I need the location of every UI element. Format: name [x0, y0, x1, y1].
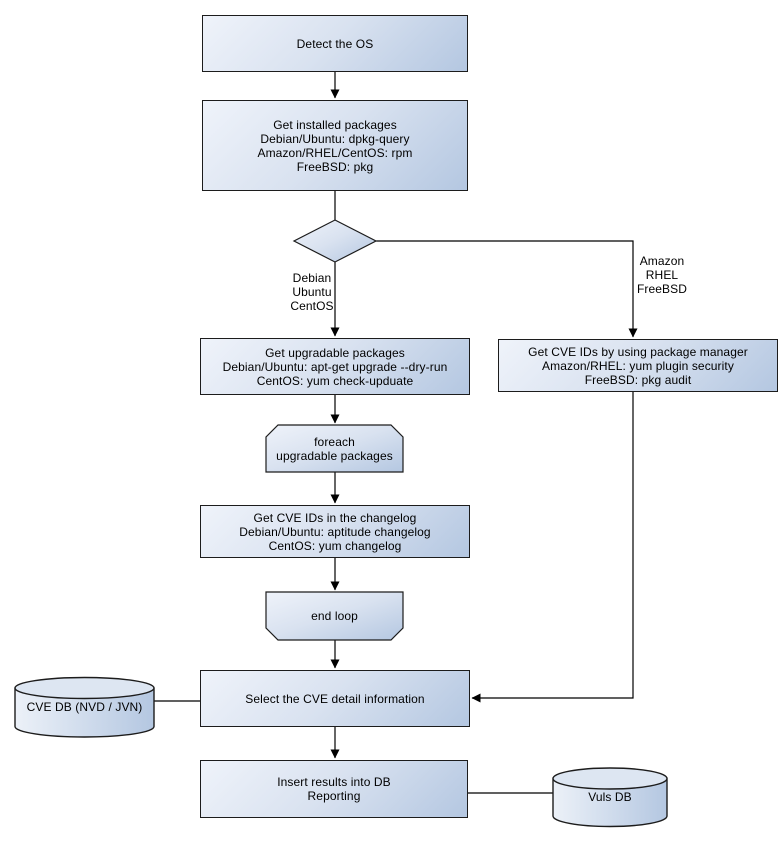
edge-label-line: CentOS: [290, 299, 334, 313]
node-text-line: Amazon/RHEL: yum plugin security: [542, 358, 734, 373]
node-text-line: end loop: [311, 609, 358, 623]
branch-label-debian-ubuntu-centos: Debian Ubuntu CentOS: [283, 271, 341, 313]
node-text-line: upgradable packages: [276, 448, 393, 463]
node-text-line: Insert results into DB: [277, 775, 391, 789]
edge-label-line: Debian: [292, 271, 332, 285]
node-vuls-db: Vuls DB: [553, 780, 667, 814]
edge-label-line: Amazon: [639, 254, 685, 268]
node-text-line: Debian/Ubuntu: aptitude changelog: [239, 524, 431, 539]
node-text-line: Debian/Ubuntu: apt-get upgrade --dry-run: [222, 359, 448, 374]
node-text-line: CentOS: yum check-upduate: [256, 373, 414, 388]
node-select-cve-detail: Select the CVE detail information: [200, 670, 470, 727]
arrow-decision-to-package-manager: [376, 240, 638, 338]
node-detect-os: Detect the OS: [202, 15, 468, 72]
arrow-package-manager-to-select: [471, 392, 634, 703]
node-text-line: FreeBSD: pkg: [296, 159, 374, 174]
node-text-line: foreach: [314, 434, 355, 449]
node-text-line: Get installed packages: [273, 117, 397, 132]
node-text-line: Select the CVE detail information: [245, 691, 425, 706]
foreach-loop-shape: [265, 424, 404, 473]
node-foreach-loop-start: foreach upgradable packages: [266, 425, 403, 472]
branch-label-amazon-rhel-freebsd: Amazon RHEL FreeBSD: [633, 254, 691, 296]
node-text-line: Get CVE IDs in the changelog: [253, 510, 417, 525]
vuls-db-cylinder-top: [552, 767, 668, 790]
node-insert-results: Insert results into DB Reporting: [200, 760, 468, 818]
node-get-installed-packages: Get installed packages Debian/Ubuntu: dp…: [202, 100, 468, 191]
node-text-line: Amazon/RHEL/CentOS: rpm: [257, 145, 413, 160]
node-get-upgradable-packages: Get upgradable packages Debian/Ubuntu: a…: [200, 338, 470, 395]
node-text-line: Get upgradable packages: [265, 345, 405, 360]
node-get-cve-ids-changelog: Get CVE IDs in the changelog Debian/Ubun…: [200, 505, 470, 558]
node-text-line: Reporting: [307, 789, 361, 803]
end-loop-shape: [265, 591, 404, 641]
node-text-line: Debian/Ubuntu: dpkg-query: [260, 131, 410, 146]
node-cve-db: CVE DB (NVD / JVN): [15, 689, 154, 725]
cve-db-cylinder-top: [14, 676, 155, 700]
edge-label-line: RHEL: [645, 268, 679, 282]
edge-label-line: Ubuntu: [292, 285, 332, 299]
node-get-cve-ids-package-manager: Get CVE IDs by using package manager Ama…: [498, 339, 778, 392]
edge-label-line: FreeBSD: [636, 282, 688, 296]
node-text-line: Vuls DB: [588, 790, 632, 804]
node-text-line: Get CVE IDs by using package manager: [528, 344, 748, 359]
cve-db-cylinder-body: [14, 688, 155, 738]
vuls-db-cylinder-body: [552, 778, 668, 828]
node-text-line: CentOS: yum changelog: [268, 538, 402, 553]
decision-diamond: [292, 219, 378, 263]
node-end-loop: end loop: [266, 592, 403, 640]
node-text-line: CVE DB (NVD / JVN): [26, 700, 143, 714]
node-text-line: Detect the OS: [296, 36, 374, 51]
node-text-line: FreeBSD: pkg audit: [584, 372, 692, 387]
